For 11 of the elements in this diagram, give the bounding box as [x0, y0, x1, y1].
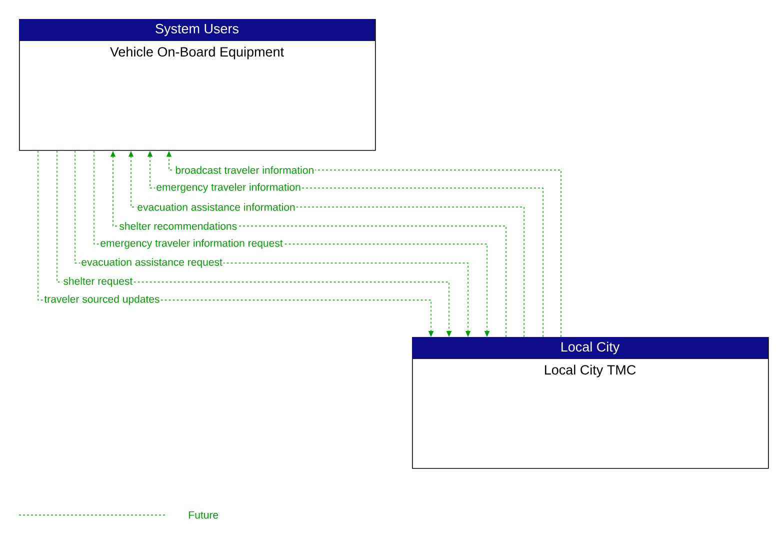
- edge-label: shelter request: [62, 276, 134, 288]
- edge-label: shelter recommendations: [118, 221, 238, 231]
- system-box: System Users Vehicle On-Board Equipment: [19, 19, 376, 151]
- legend-label: Future: [189, 511, 218, 519]
- system-box: Local City Local City TMC: [412, 337, 769, 469]
- edge-label: emergency traveler information request: [99, 238, 284, 250]
- edge-label: evacuation assistance information: [136, 202, 296, 212]
- edge-label: broadcast traveler information: [174, 165, 316, 175]
- edge-label: evacuation assistance request: [80, 257, 224, 269]
- edge-label: emergency traveler information: [155, 182, 302, 194]
- edge-label: traveler sourced updates: [43, 294, 161, 306]
